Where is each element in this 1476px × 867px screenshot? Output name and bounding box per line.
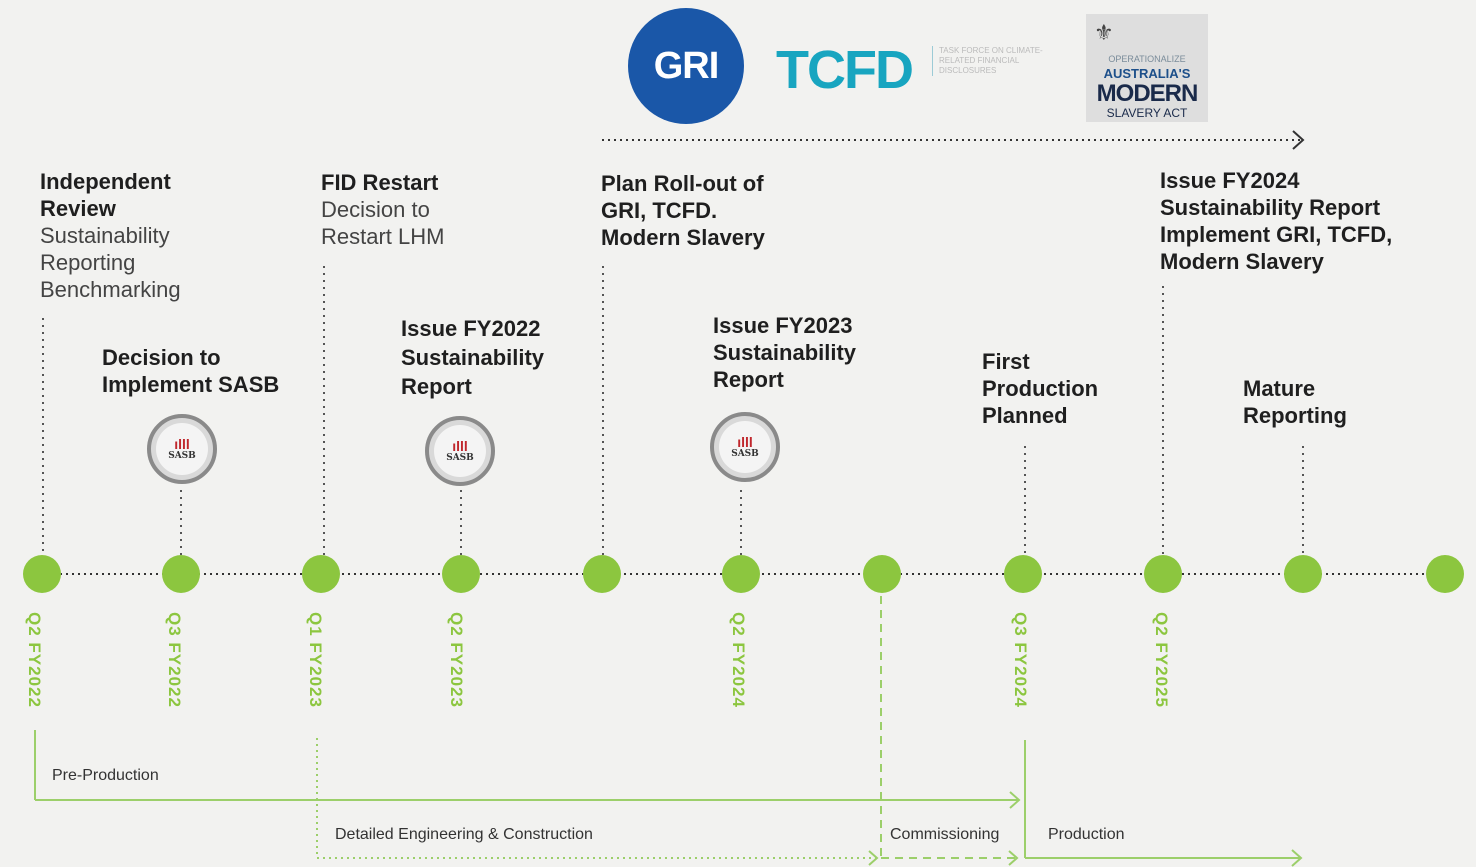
milestone-dot <box>162 555 200 593</box>
event-implement-sasb: Decision to Implement SASB <box>102 344 312 398</box>
event-subtitle: Decision to Restart LHM <box>321 197 445 249</box>
event-title: Issue FY2024 Sustainability Report Imple… <box>1160 168 1393 274</box>
date-label: Q2 FY2024 <box>729 612 748 708</box>
milestone-dot <box>583 555 621 593</box>
sasb-bars-icon: ılll <box>174 436 190 452</box>
modern-slavery-logo: ⚜ OPERATIONALIZE AUSTRALIA'S MODERN SLAV… <box>1086 14 1208 122</box>
event-fy2024-report: Issue FY2024 Sustainability Report Imple… <box>1160 167 1430 275</box>
milestone-dot <box>722 555 760 593</box>
phase-production: Production <box>1048 826 1125 843</box>
event-fy2022-report: Issue FY2022 Sustainability Report <box>401 314 581 401</box>
date-label: Q3 FY2024 <box>1011 612 1030 708</box>
event-title: Mature Reporting <box>1243 376 1347 428</box>
coat-of-arms-icon: ⚜ <box>1094 20 1114 45</box>
tcfd-subtitle: TASK FORCE ON CLIMATE-RELATED FINANCIAL … <box>932 46 1047 76</box>
event-independent-review: Independent Review Sustainability Report… <box>40 168 240 303</box>
sasb-word: SASB <box>446 453 474 463</box>
date-label: Q3 FY2022 <box>165 612 184 708</box>
milestone-dot <box>442 555 480 593</box>
event-first-production: First Production Planned <box>982 348 1122 429</box>
event-title: Issue FY2023 Sustainability Report <box>713 313 857 392</box>
ms-logo-line: MODERN <box>1096 80 1199 107</box>
phase-commissioning: Commissioning <box>890 826 1000 843</box>
milestone-dot <box>1144 555 1182 593</box>
event-mature-reporting: Mature Reporting <box>1243 375 1373 429</box>
date-label: Q2 FY2025 <box>1152 612 1171 708</box>
phase-pre-production: Pre-Production <box>52 767 159 784</box>
event-plan-rollout: Plan Roll-out of GRI, TCFD. Modern Slave… <box>601 170 801 251</box>
event-title: Plan Roll-out of GRI, TCFD. Modern Slave… <box>601 171 765 250</box>
event-title: Decision to Implement SASB <box>102 345 280 397</box>
date-label: Q2 FY2022 <box>25 612 44 708</box>
ms-logo-line: OPERATIONALIZE <box>1108 54 1186 64</box>
date-label: Q1 FY2023 <box>306 612 325 708</box>
milestone-dot <box>1004 555 1042 593</box>
event-title: First Production Planned <box>982 349 1099 428</box>
event-subtitle: Sustainability Reporting Benchmarking <box>40 223 181 302</box>
event-title: Independent Review <box>40 169 171 221</box>
sasb-word: SASB <box>731 449 759 459</box>
milestone-dot <box>863 555 901 593</box>
phase-engineering: Detailed Engineering & Construction <box>335 826 593 843</box>
sasb-bars-icon: ılll <box>452 438 468 454</box>
tcfd-logo: TCFD <box>776 40 914 100</box>
ms-logo-line: AUSTRALIA'S <box>1103 66 1191 81</box>
event-title: Issue FY2022 Sustainability Report <box>401 316 545 399</box>
sasb-word: SASB <box>168 451 196 461</box>
milestone-dot <box>1426 555 1464 593</box>
milestone-dot <box>1284 555 1322 593</box>
event-fid-restart: FID Restart Decision to Restart LHM <box>321 169 501 250</box>
sasb-bars-icon: ılll <box>737 434 753 450</box>
milestone-dot <box>302 555 340 593</box>
ms-logo-line: SLAVERY ACT <box>1106 106 1188 120</box>
milestone-dot <box>23 555 61 593</box>
date-label: Q2 FY2023 <box>447 612 466 708</box>
event-title: FID Restart <box>321 170 439 195</box>
event-fy2023-report: Issue FY2023 Sustainability Report <box>713 312 893 393</box>
gri-logo: GRI <box>628 8 744 124</box>
